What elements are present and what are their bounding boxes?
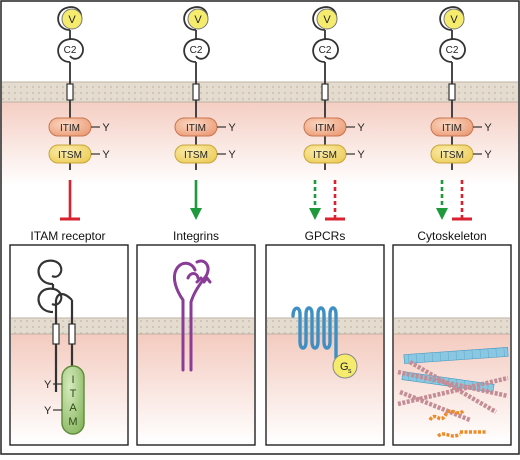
panel-gpcrs: G s (265, 244, 385, 446)
transmembrane-segment (448, 83, 456, 101)
target-label: GPCRs (305, 229, 346, 243)
itam-letter: I (71, 374, 74, 386)
v-domain-label: V (450, 14, 458, 26)
target-label-row: ITAM receptor Integrins GPCRs Cytoskeleton (30, 229, 486, 243)
ig-v-domain-icon: V (57, 6, 83, 31)
itsm-label: ITSM (313, 150, 337, 161)
itam-letter: M (68, 416, 77, 428)
ig-c2-domain-icon: C2 (183, 30, 210, 63)
itam-tyrosine-2: Y (44, 405, 52, 417)
itim-motif-icon: ITIM Y (48, 117, 110, 137)
inhibition-arrow-icon (452, 180, 472, 221)
panel-cytoskeleton (392, 244, 512, 446)
itim-motif-icon: ITIM Y (303, 117, 365, 137)
itam-letter: A (69, 402, 77, 414)
orange-fiber-icon (428, 408, 486, 438)
itsm-tyrosine: Y (102, 149, 110, 161)
actin-filament-icon (397, 360, 509, 423)
regulation-arrows (60, 180, 472, 221)
itim-tyrosine: Y (102, 122, 110, 134)
itsm-tyrosine: Y (357, 149, 365, 161)
panel-itam-receptor: ITAM Y Y (9, 244, 129, 446)
target-label: Integrins (173, 229, 219, 243)
target-label: Cytoskeleton (417, 229, 486, 243)
itam-tyrosine-1: Y (44, 379, 52, 391)
transmembrane-segment (321, 83, 329, 101)
itim-tyrosine: Y (357, 122, 365, 134)
itsm-label: ITSM (58, 150, 82, 161)
transmembrane-segment-b (68, 323, 76, 345)
inhibition-arrow-icon (60, 180, 80, 221)
itim-tyrosine: Y (484, 122, 492, 134)
transmembrane-segment (192, 83, 200, 101)
itsm-tyrosine: Y (228, 149, 236, 161)
itim-motif-icon: ITIM Y (174, 117, 236, 137)
gs-subscript: s (348, 368, 352, 375)
c2-domain-label: C2 (319, 45, 332, 56)
target-panels: ITAM Y Y (9, 244, 512, 446)
cytoplasm-band (2, 94, 518, 186)
inhibition-arrow-icon (325, 180, 345, 221)
ig-c2-domain-icon: C2 (57, 30, 84, 63)
v-domain-label: V (323, 14, 331, 26)
transmembrane-segment (66, 83, 74, 101)
activation-arrow-icon (436, 180, 448, 220)
v-domain-label: V (68, 14, 76, 26)
itim-motif-icon: ITIM Y (430, 117, 492, 137)
ig-v-domain-icon: V (312, 6, 338, 31)
itim-label: ITIM (442, 123, 462, 134)
gpcr-icon (291, 306, 338, 360)
itsm-motif-icon: ITSM Y (430, 144, 492, 164)
itim-label: ITIM (186, 123, 206, 134)
c2-domain-label: C2 (190, 45, 203, 56)
gs-label: G (340, 361, 349, 373)
itim-label: ITIM (315, 123, 335, 134)
itsm-motif-icon: ITSM Y (48, 144, 110, 164)
itam-letter: T (70, 388, 77, 400)
itsm-label: ITSM (440, 150, 464, 161)
itim-tyrosine: Y (228, 122, 236, 134)
itsm-label: ITSM (184, 150, 208, 161)
itam-letters: ITAM (68, 374, 77, 428)
v-domain-label: V (194, 14, 202, 26)
ig-v-domain-icon: V (439, 6, 465, 31)
itim-label: ITIM (60, 123, 80, 134)
panel-integrins (136, 244, 256, 446)
integrin-icon (172, 259, 212, 372)
itsm-motif-icon: ITSM Y (174, 144, 236, 164)
activation-arrow-icon (309, 180, 321, 220)
gs-protein-icon (332, 353, 358, 379)
cell-membrane (2, 82, 518, 102)
target-label: ITAM receptor (30, 229, 105, 243)
itsm-tyrosine: Y (484, 149, 492, 161)
c2-domain-label: C2 (64, 45, 77, 56)
itam-motif (61, 365, 85, 435)
c2-domain-label: C2 (446, 45, 459, 56)
transmembrane-segment-a (52, 323, 60, 345)
ig-c2-domain-icon: C2 (312, 30, 339, 63)
itsm-motif-icon: ITSM Y (303, 144, 365, 164)
activation-arrow-icon (190, 180, 202, 220)
ig-c2-domain-icon: C2 (439, 30, 466, 63)
ig-v-domain-icon: V (183, 6, 209, 31)
